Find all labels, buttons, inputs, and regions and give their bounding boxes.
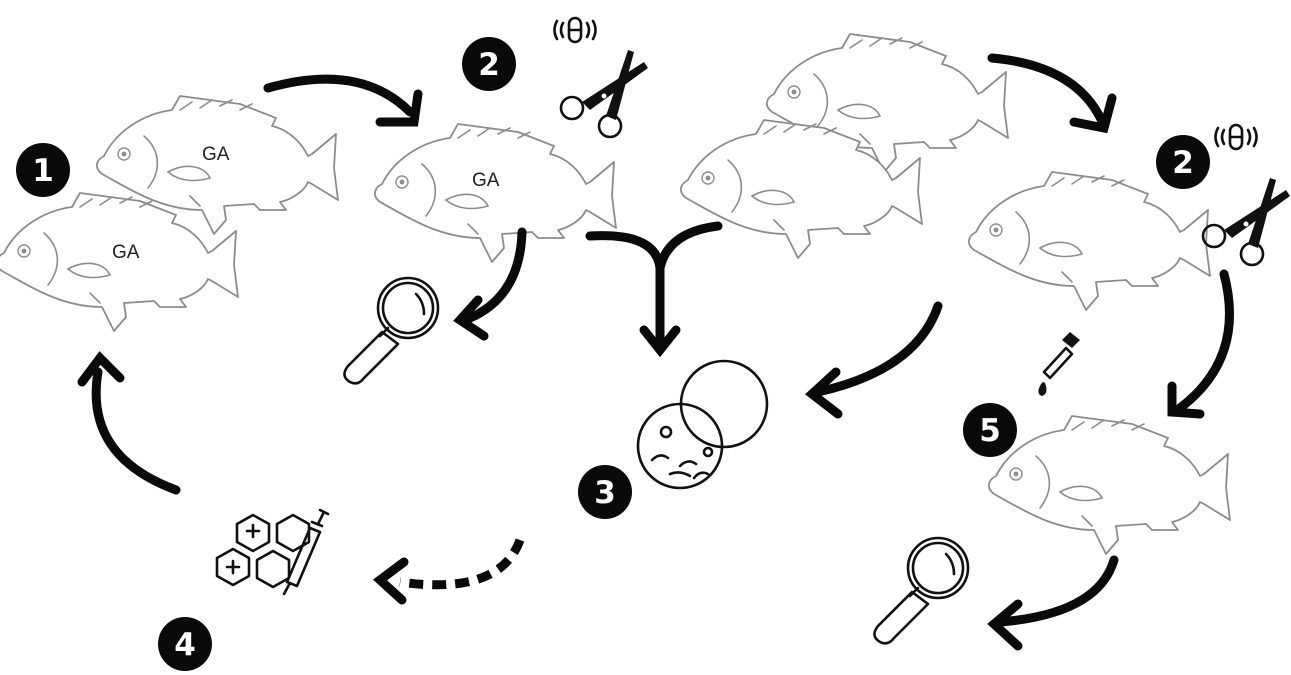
step-badge-3: 3 — [578, 465, 632, 519]
step-badge-1-label: 1 — [32, 153, 54, 189]
fish-4-icon — [969, 172, 1210, 310]
arrow-icon — [812, 306, 938, 414]
arrow-icon — [590, 226, 718, 350]
step-badge-2b: 2 — [1156, 135, 1210, 189]
step-badge-1: 1 — [16, 143, 70, 197]
scissors-icon — [561, 50, 648, 137]
arrow-icon — [268, 79, 418, 122]
arrow-icon — [380, 540, 520, 600]
fish-5-icon — [989, 416, 1230, 554]
arrow-icon — [994, 560, 1114, 646]
arrow-icon — [82, 358, 176, 490]
cell-culture-syringe-icon — [217, 510, 328, 594]
magnifier-icon — [344, 278, 438, 383]
step-badge-2: 2 — [462, 37, 516, 91]
fish-label-1b: GA — [112, 242, 140, 263]
dropper-icon — [1038, 332, 1080, 396]
step-badge-5-label: 5 — [979, 413, 1001, 449]
vibration-tag-icon — [555, 18, 596, 42]
fish-label-1a: GA — [202, 144, 230, 165]
petri-dish-icon — [638, 361, 767, 488]
magnifier-icon — [874, 538, 968, 643]
vibration-tag-icon — [1216, 125, 1257, 149]
step-badge-2b-label: 2 — [1172, 145, 1194, 181]
step-badge-2-label: 2 — [478, 47, 500, 83]
step-badge-4-label: 4 — [174, 627, 196, 663]
scissors-icon — [1203, 178, 1290, 265]
step-badge-3-label: 3 — [594, 475, 616, 511]
fish-label-2a: GA — [472, 170, 500, 191]
arrow-icon — [992, 58, 1112, 128]
step-badge-5: 5 — [963, 403, 1017, 457]
step-badge-4: 4 — [158, 617, 212, 671]
arrow-icon — [1172, 274, 1230, 414]
fish-2a-icon — [375, 124, 616, 262]
